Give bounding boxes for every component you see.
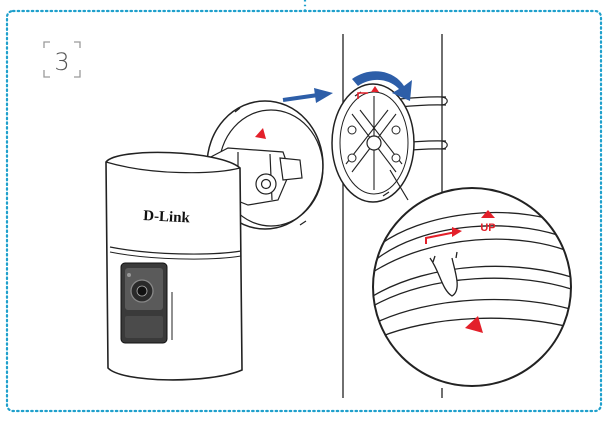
step-bracket	[43, 41, 81, 78]
plate-up-marker	[371, 86, 379, 92]
zoom-detail: UP	[372, 169, 572, 387]
zoom-alignment-marker	[425, 231, 457, 244]
pole	[342, 34, 443, 398]
camera-top-cap	[105, 161, 241, 174]
plate-alignment-marker	[357, 92, 368, 99]
dotted-frame	[5, 9, 603, 413]
zoom-leader-line	[389, 169, 409, 201]
camera-band	[109, 246, 242, 255]
step-number: 3	[54, 48, 69, 76]
rotate-arrow	[352, 71, 412, 101]
attach-arrow	[282, 88, 333, 103]
zoom-red-marker	[465, 316, 483, 333]
camera: D-Link	[105, 151, 243, 381]
step-indicator: 3	[43, 41, 81, 78]
camera-brand-label: D-Link	[143, 208, 191, 226]
mounting-plate	[331, 83, 415, 203]
zoom-border	[372, 187, 572, 387]
zoom-up-label: UP	[480, 222, 495, 234]
mount-red-marker	[255, 128, 266, 139]
zoom-up-arrow	[481, 210, 495, 218]
